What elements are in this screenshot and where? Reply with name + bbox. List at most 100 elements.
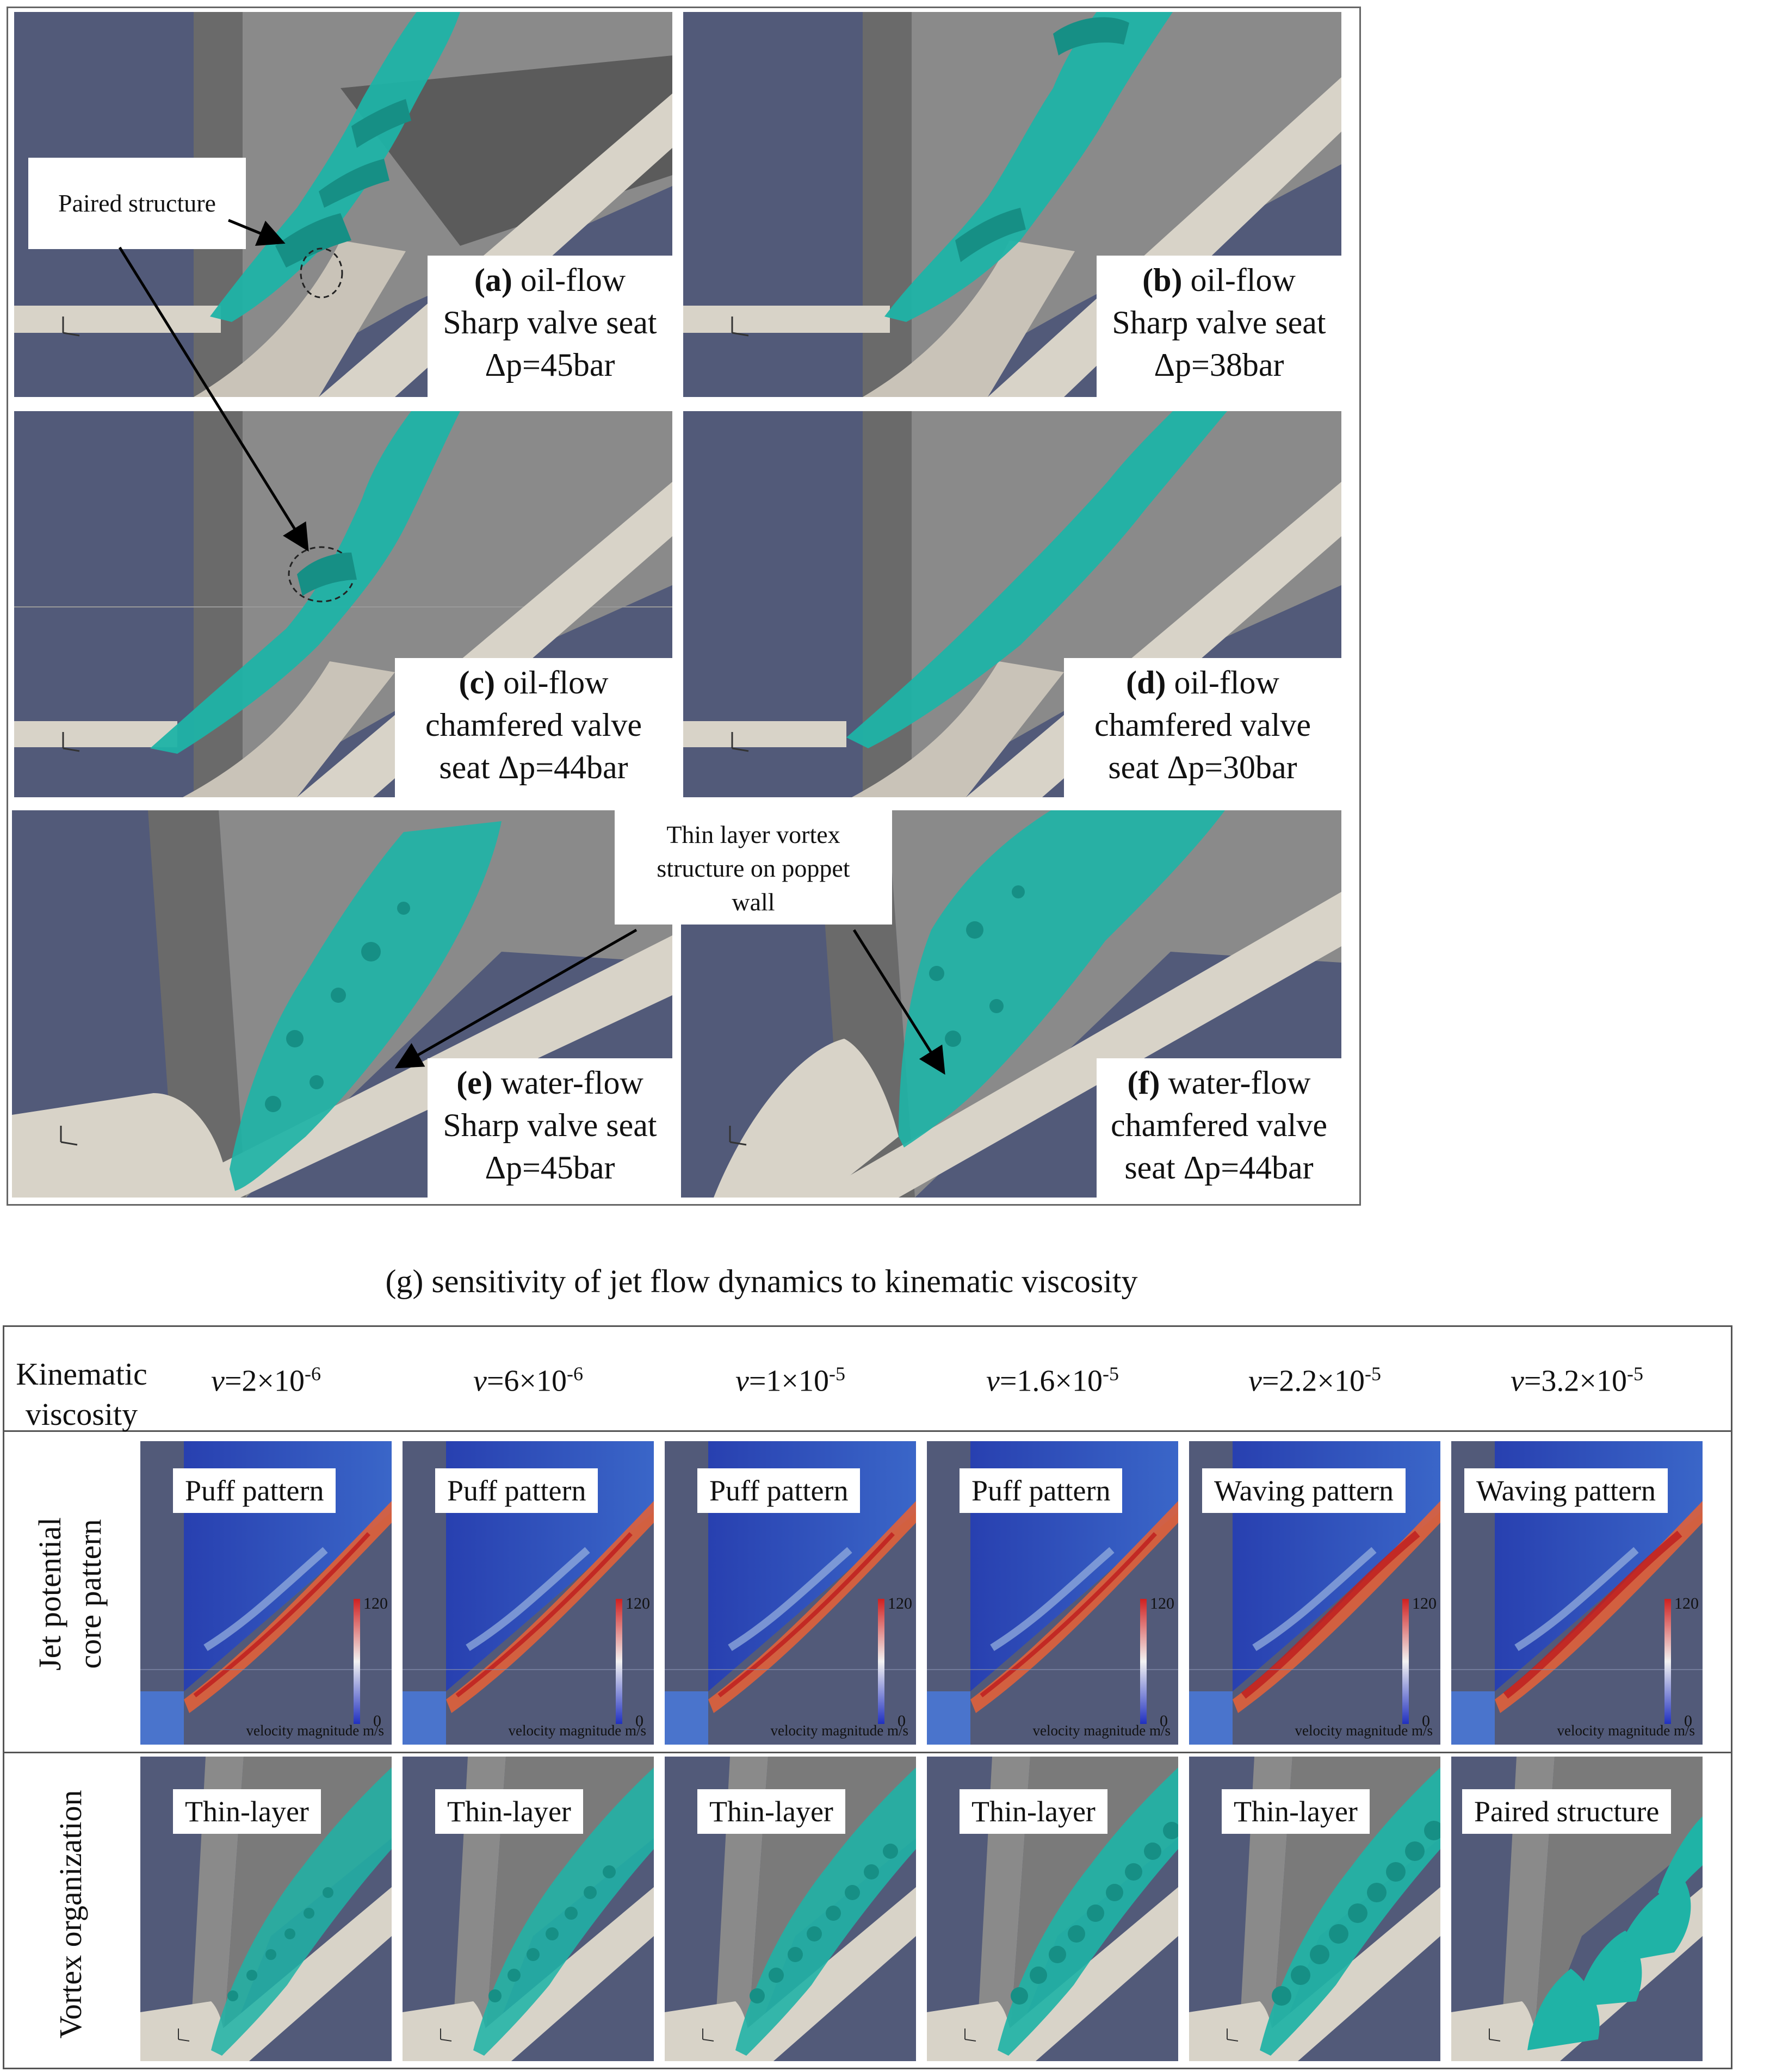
jet-pattern-label: Puff pattern — [173, 1468, 336, 1513]
jet-pattern-label: Puff pattern — [697, 1468, 861, 1513]
caption-a: (a) oil-flow Sharp valve seat Δp=45bar — [428, 256, 672, 400]
caption-e-letter: (e) — [456, 1065, 493, 1101]
viscosity-exponent: -6 — [567, 1363, 584, 1385]
viscosity-value-1: v=2×10-6 — [140, 1362, 392, 1399]
caption-a-letter: (a) — [474, 262, 512, 298]
nu-symbol: v — [473, 1364, 487, 1398]
g-table-frame — [3, 1325, 1732, 2069]
colorbar-min: 0 — [635, 1712, 643, 1730]
colorbar-max: 120 — [1674, 1595, 1699, 1612]
vortex-pattern-label: Paired structure — [1462, 1789, 1672, 1834]
vortex-cell-3: Thin-layer — [665, 1757, 916, 2061]
caption-d-line2: chamfered valve — [1094, 707, 1311, 743]
caption-d: (d) oil-flow chamfered valve seat Δp=30b… — [1064, 658, 1341, 801]
arrow-thin-f — [852, 929, 945, 1075]
caption-c-line2: chamfered valve — [425, 707, 642, 743]
colorbar-caption: velocity magnitude m/s — [1032, 1722, 1171, 1739]
caption-b-letter: (b) — [1142, 262, 1183, 298]
row2-label: Vortex organization — [51, 1762, 91, 2067]
row1-label-line1: Jet potential — [32, 1517, 67, 1671]
arrows-overlay — [118, 219, 945, 1075]
caption-a-line3: Δp=45bar — [485, 347, 615, 383]
top-figure-frame — [7, 7, 1361, 1206]
colorbar-min: 0 — [898, 1712, 906, 1730]
viscosity-mantissa: =6×10 — [486, 1364, 567, 1398]
caption-c-fluid: oil-flow — [503, 665, 609, 700]
vortex-cell-2: Thin-layer — [403, 1757, 654, 2061]
caption-d-line3: seat Δp=30bar — [1108, 749, 1297, 785]
vortex-cell-1: Thin-layer — [140, 1757, 392, 2061]
viscosity-mantissa: =2.2×10 — [1261, 1364, 1365, 1398]
colorbar-max: 120 — [626, 1595, 650, 1612]
colorbar-max: 120 — [1150, 1595, 1174, 1612]
caption-d-letter: (d) — [1126, 665, 1166, 700]
caption-e-line3: Δp=45bar — [485, 1150, 615, 1186]
viscosity-mantissa: =3.2×10 — [1524, 1364, 1627, 1398]
caption-a-line2: Sharp valve seat — [443, 305, 657, 340]
viscosity-exponent: -5 — [1627, 1363, 1644, 1385]
colorbar-min: 0 — [1422, 1712, 1430, 1730]
panel-a-render — [14, 12, 672, 397]
arrow-thin-e — [394, 928, 638, 1069]
vortex-pattern-label: Thin-layer — [960, 1789, 1107, 1834]
viscosity-value-4: v=1.6×10-5 — [927, 1362, 1178, 1399]
viscosity-exponent: -5 — [1103, 1363, 1119, 1385]
g-title: (g) sensitivity of jet flow dynamics to … — [385, 1263, 1138, 1299]
viscosity-value-3: v=1×10-5 — [665, 1362, 916, 1399]
vortex-cell-6: Paired structure — [1451, 1757, 1703, 2061]
nu-symbol: v — [211, 1364, 225, 1398]
caption-f-fluid: water-flow — [1168, 1065, 1311, 1101]
callout-thin-layer: Thin layer vortex structure on poppet wa… — [615, 810, 892, 925]
g-divider-1 — [3, 1430, 1732, 1432]
caption-f-line2: chamfered valve — [1110, 1107, 1328, 1143]
colorbar-max: 120 — [363, 1595, 388, 1612]
viscosity-value-5: v=2.2×10-5 — [1189, 1362, 1440, 1399]
caption-e: (e) water-flow Sharp valve seat Δp=45bar — [428, 1058, 672, 1201]
viscosity-exponent: -6 — [305, 1363, 321, 1385]
caption-b: (b) oil-flow Sharp valve seat Δp=38bar — [1097, 256, 1341, 400]
nu-symbol: v — [986, 1364, 1000, 1398]
callout-thin-line3: wall — [732, 888, 775, 916]
caption-e-line2: Sharp valve seat — [443, 1107, 657, 1143]
nu-symbol: v — [1248, 1364, 1262, 1398]
caption-c: (c) oil-flow chamfered valve seat Δp=44b… — [395, 658, 672, 801]
colorbar-caption: velocity magnitude m/s — [1295, 1722, 1433, 1739]
row1-label: Jet potential core pattern — [30, 1442, 112, 1746]
row2-label-wrap: Vortex organization — [22, 1762, 120, 2067]
caption-a-fluid: oil-flow — [520, 262, 626, 298]
callout-paired-structure: Paired structure — [28, 158, 246, 249]
g-divider-2 — [3, 1752, 1732, 1753]
vortex-cell-5: Thin-layer — [1189, 1757, 1440, 2061]
colorbar-min: 0 — [373, 1712, 381, 1730]
viscosity-mantissa: =1.6×10 — [999, 1364, 1103, 1398]
viscosity-exponent: -5 — [829, 1363, 846, 1385]
callout-thin-line2: structure on poppet — [657, 854, 850, 882]
caption-b-line3: Δp=38bar — [1154, 347, 1284, 383]
vortex-cell-4: Thin-layer — [927, 1757, 1178, 2061]
row2-label-text: Vortex organization — [53, 1790, 88, 2039]
viscosity-mantissa: =1×10 — [748, 1364, 830, 1398]
caption-d-fluid: oil-flow — [1174, 665, 1279, 700]
kv-label-line2: viscosity — [25, 1397, 138, 1432]
caption-e-fluid: water-flow — [500, 1065, 643, 1101]
caption-f: (f) water-flow chamfered valve seat Δp=4… — [1097, 1058, 1341, 1201]
vortex-pattern-label: Thin-layer — [435, 1789, 583, 1834]
panel-d-render — [683, 411, 1341, 797]
caption-f-letter: (f) — [1127, 1065, 1160, 1101]
jet-pattern-label: Puff pattern — [960, 1468, 1123, 1513]
jet-pattern-label: Puff pattern — [435, 1468, 598, 1513]
colorbar-min: 0 — [1684, 1712, 1692, 1730]
colorbar-caption: velocity magnitude m/s — [1557, 1722, 1695, 1739]
row1-label-line2: core pattern — [72, 1519, 108, 1669]
jet-pattern-label: Waving pattern — [1202, 1468, 1406, 1513]
kinematic-viscosity-label: Kinematic viscosity — [5, 1354, 158, 1435]
jet-pattern-label: Waving pattern — [1464, 1468, 1668, 1513]
vortex-pattern-label: Thin-layer — [173, 1789, 321, 1834]
vortex-pattern-label: Thin-layer — [697, 1789, 845, 1834]
colorbar-caption: velocity magnitude m/s — [770, 1722, 908, 1739]
